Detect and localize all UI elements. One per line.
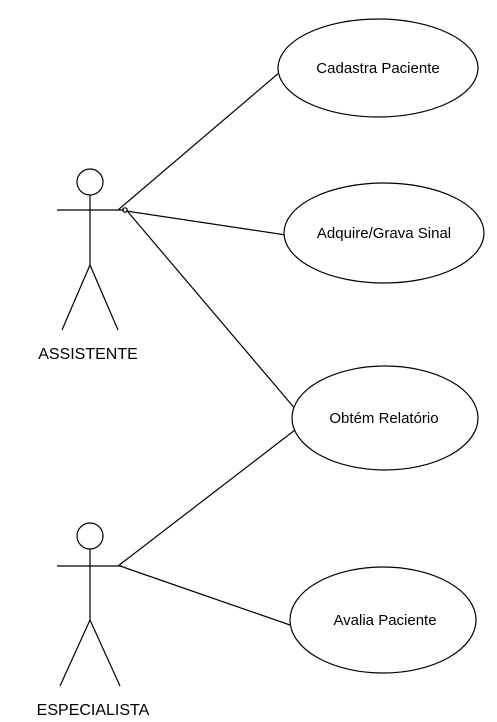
use-case-avalia: Avalia Paciente: [289, 566, 477, 674]
actor-left-leg: [59, 619, 91, 687]
actor-hand: [122, 207, 128, 213]
association-especialista-obtem: [117, 419, 309, 567]
use-case-label: Obtém Relatório: [329, 410, 438, 427]
use-case-ellipse: [277, 18, 479, 118]
association-assistente-adquire: [125, 210, 287, 236]
actor-head: [76, 522, 104, 550]
use-case-label: Cadastra Paciente: [316, 60, 439, 77]
actor-right-leg: [89, 619, 121, 687]
use-case-obtem: Obtém Relatório: [291, 365, 479, 471]
actor-head: [76, 168, 104, 196]
associations: [117, 71, 309, 626]
use-case-adquire: Adquire/Grava Sinal: [283, 182, 485, 284]
association-especialista-avalia: [119, 565, 291, 626]
association-assistente-cadastra: [117, 71, 281, 211]
use-case-cadastra: Cadastra Paciente: [277, 18, 479, 118]
actor-assistente: ASSISTENTE: [38, 168, 138, 363]
actor-assistente-label: ASSISTENTE: [38, 346, 138, 363]
actor-especialista: ESPECIALISTA: [37, 522, 150, 719]
use-case-label: Adquire/Grava Sinal: [317, 225, 451, 242]
use-case-ellipse: [283, 182, 485, 284]
use-case-label: Avalia Paciente: [333, 612, 436, 629]
actor-right-leg: [89, 264, 119, 331]
use-case-ellipse: [289, 566, 477, 674]
actor-especialista-label: ESPECIALISTA: [37, 702, 150, 719]
association-assistente-obtem: [127, 211, 309, 425]
use-case-ellipse: [291, 365, 479, 471]
actor-left-leg: [61, 264, 91, 331]
